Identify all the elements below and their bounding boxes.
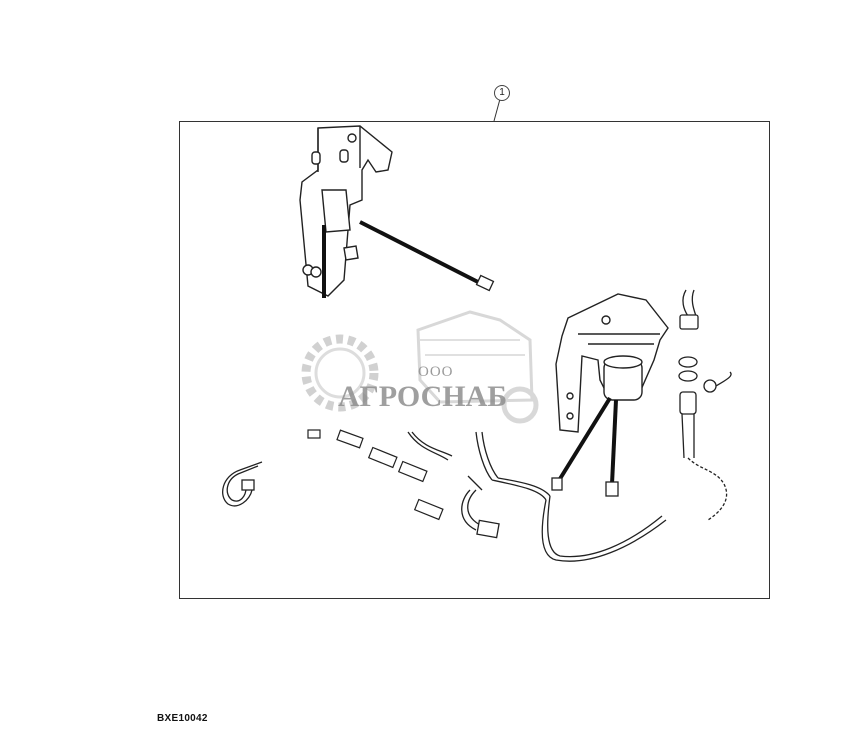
connector-right-b	[605, 481, 619, 497]
cable-right-a	[556, 396, 612, 484]
figure-code: BXE10042	[157, 713, 208, 724]
cable-left-horizontal	[359, 220, 479, 284]
watermark-logo	[301, 310, 539, 424]
terminal-set	[307, 429, 444, 521]
watermark-prefix: ООО	[418, 364, 454, 380]
callout-leader	[493, 98, 501, 122]
bracket-assembly-right	[555, 293, 669, 433]
callout-number: 1	[494, 85, 510, 101]
wiring-harness	[407, 431, 667, 562]
cable-right-b	[610, 399, 618, 485]
connector-right-a	[551, 477, 563, 491]
harness-connector	[476, 519, 500, 539]
diagram-frame	[179, 121, 770, 599]
connector-left	[475, 274, 495, 292]
watermark-name: АГРОСНАБ	[338, 380, 508, 413]
cable-tie	[222, 461, 263, 507]
sensor-assembly	[678, 289, 732, 521]
